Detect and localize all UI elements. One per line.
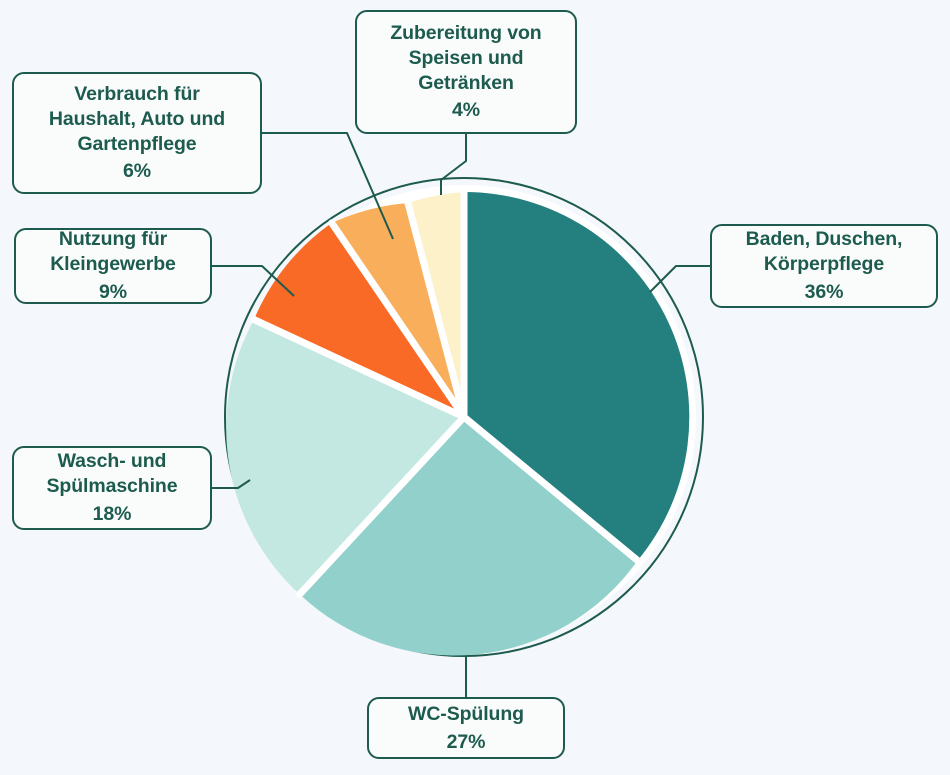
callout-baden-percent: 36% [804,280,844,303]
callout-baden-label: Baden, Duschen, Körperpflege [745,228,903,276]
callout-verbrauch-label: Verbrauch für Haushalt, Auto und Gartenp… [48,82,226,155]
pie-slice-kleingewerbe [254,222,464,417]
callout-wc[interactable]: WC-Spülung 27% [367,697,565,759]
pie-slice-separators [250,188,642,598]
callout-wasch-label: Wasch- und Spülmaschine [46,450,178,498]
callout-wasch-percent: 18% [92,502,132,525]
callout-wc-label: WC-Spülung [408,702,524,725]
callout-kleingewerbe-label: Nutzung für Kleingewerbe [50,228,176,276]
callout-kleingewerbe-percent: 9% [99,280,127,303]
callout-zubereitung-percent: 4% [452,99,480,122]
pie-slice-baden [464,191,690,561]
callout-wasch[interactable]: Wasch- und Spülmaschine 18% [12,446,212,530]
leader-lines [212,132,710,697]
callout-zubereitung-label: Zubereitung von Speisen und Getränken [390,21,542,94]
pie-slice-wc [299,417,638,656]
callout-verbrauch-percent: 6% [123,160,151,183]
callout-verbrauch[interactable]: Verbrauch für Haushalt, Auto und Gartenp… [12,72,262,194]
leader-line-kleingewerbe [212,265,295,297]
callout-kleingewerbe[interactable]: Nutzung für Kleingewerbe 9% [14,228,212,304]
callout-zubereitung[interactable]: Zubereitung von Speisen und Getränken 4% [355,10,577,134]
leader-line-zubereitung [440,134,467,195]
leader-line-wasch [212,479,251,489]
pie-outer-ring [224,177,704,657]
leader-line-verbrauch [262,132,394,240]
leader-line-baden [649,265,710,293]
callout-baden[interactable]: Baden, Duschen, Körperpflege 36% [710,224,938,308]
pie-slice-wasch [226,319,464,595]
callout-wc-percent: 27% [446,730,486,753]
